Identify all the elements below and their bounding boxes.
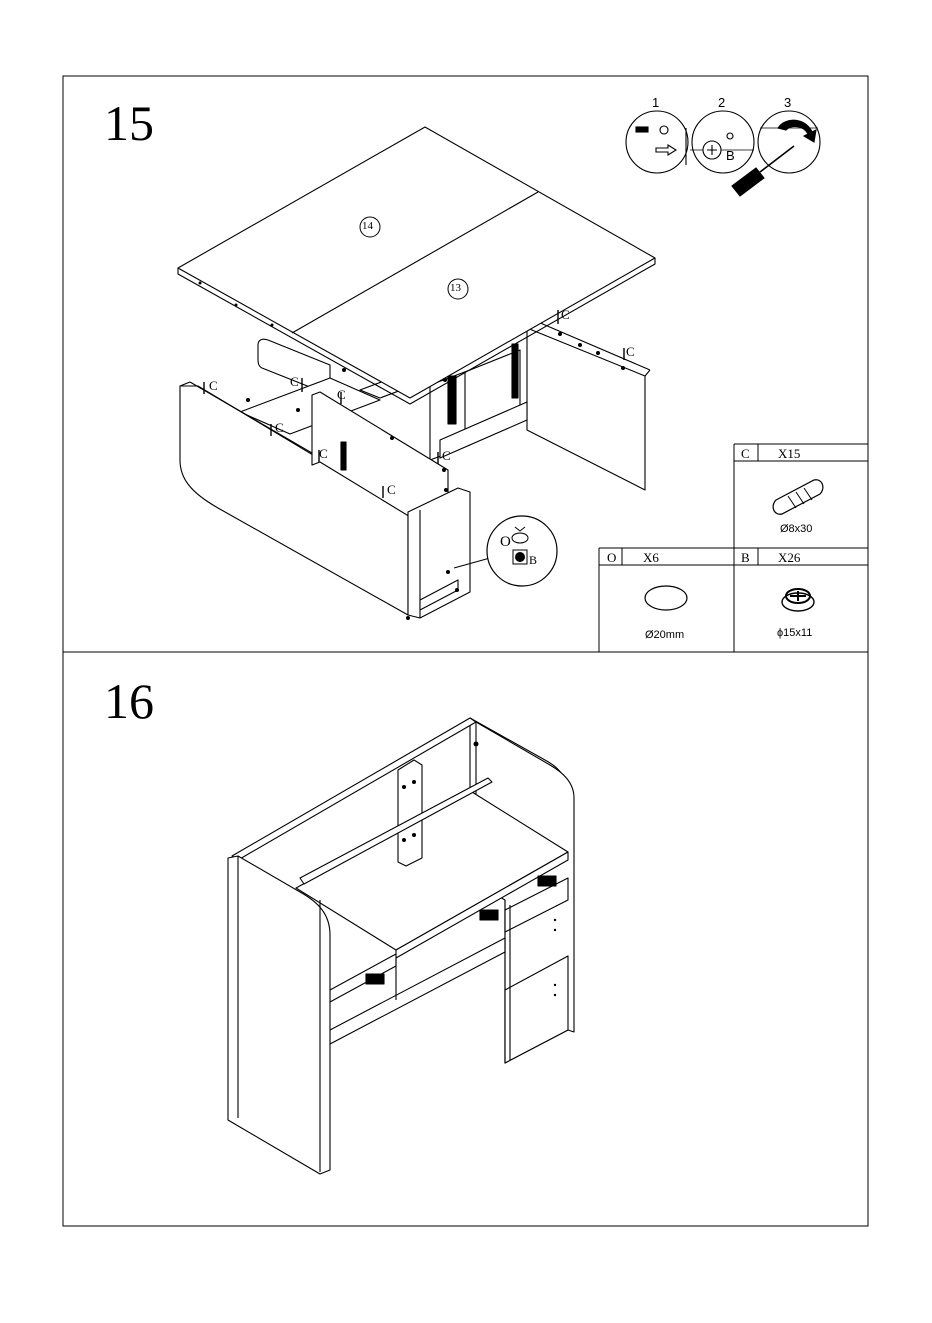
step16-assembled-desk (228, 718, 574, 1174)
dowel-callout: C (290, 374, 299, 390)
dowel-callout: C (626, 344, 635, 360)
part-b-qty: X26 (778, 551, 800, 564)
panel-13-label: 13 (450, 282, 461, 294)
part-c-spec: Ø8x30 (780, 524, 812, 535)
cam-lock-part-icon (782, 589, 814, 611)
part-b-letter: B (741, 551, 750, 564)
part-c-qty: X15 (778, 447, 800, 460)
step-15-number: 15 (104, 98, 154, 148)
dowel-callout: C (209, 378, 218, 394)
cam-lock-small-icon (513, 550, 527, 564)
panel-14-label: 14 (362, 220, 373, 232)
cover-cap-part-icon (645, 586, 687, 610)
part-o-spec: Ø20mm (645, 630, 684, 641)
detail-cam-label: B (529, 553, 537, 568)
part-o-letter: O (607, 551, 616, 564)
dowel-callout: C (319, 446, 328, 462)
dowel-callout: C (561, 307, 570, 323)
dowel-callout: C (275, 420, 284, 436)
dowel-callout: C (442, 448, 451, 464)
step15-exploded-view (178, 127, 655, 620)
dowel-callout: C (387, 482, 396, 498)
inset-step-2: 2 (718, 95, 725, 110)
part-b-spec: ϕ15x11 (777, 628, 812, 639)
inset-cam-label: B (726, 148, 735, 163)
step-16-number: 16 (104, 676, 154, 726)
dowel-callout: C (337, 387, 346, 403)
part-c-letter: C (741, 447, 750, 460)
cam-lock-procedure-inset (626, 111, 820, 196)
part-o-qty: X6 (643, 551, 659, 564)
inset-step-1: 1 (652, 95, 659, 110)
hole-small-icon (660, 126, 668, 134)
dowel-part-icon (773, 480, 823, 515)
detail-cap-label: O (500, 534, 511, 551)
dowel-small-icon (636, 127, 648, 132)
inset-step-3: 3 (784, 95, 791, 110)
